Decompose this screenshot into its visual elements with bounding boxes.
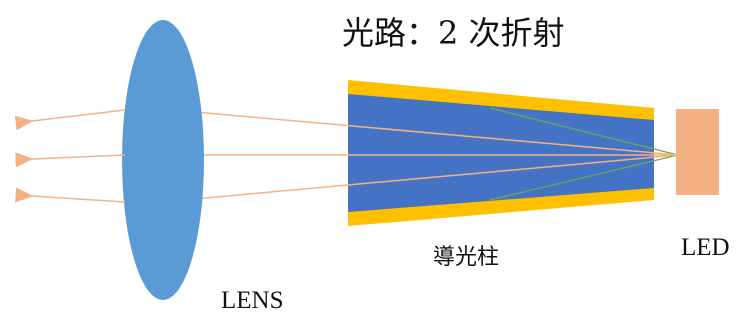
- ray-lower-guide: [149, 154, 679, 204]
- light-guide-label: 導光柱: [433, 245, 499, 270]
- lens: [122, 20, 204, 300]
- ray-upper-guide: [149, 107, 679, 156]
- led-source: [676, 109, 719, 195]
- output-ray-upper: [14, 109, 126, 131]
- lens-label: LENS: [221, 287, 284, 314]
- light-guide-body: [348, 94, 654, 212]
- diagram-title: 光路：2 次折射: [342, 14, 565, 52]
- internal-ray-lower: [489, 154, 679, 201]
- internal-ray-upper: [489, 107, 679, 156]
- output-ray-middle: [15, 152, 126, 168]
- led-label: LED: [681, 234, 730, 261]
- output-ray-lower: [15, 187, 126, 203]
